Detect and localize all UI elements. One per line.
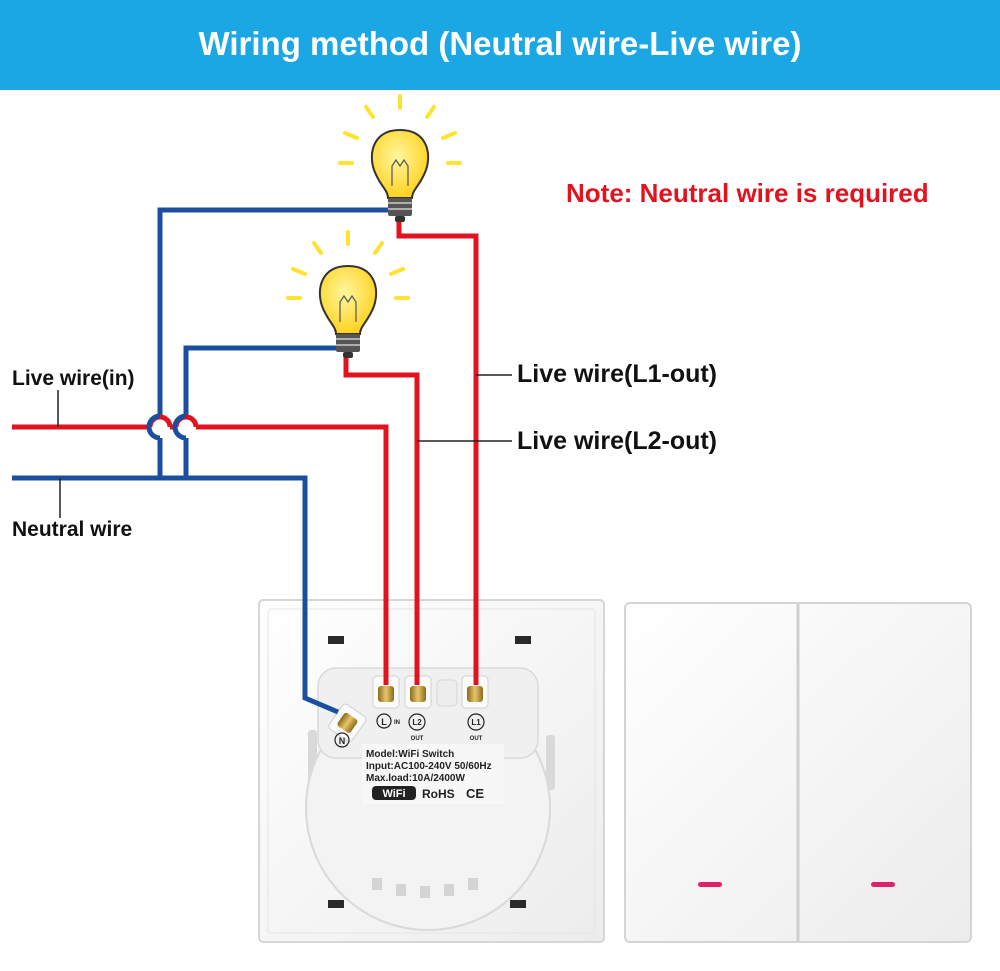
terminal-l2-sub: OUT [411,736,424,742]
live-wire-l2-out-label: Live wire(L2-out) [517,427,718,455]
live-wire-in-label: Live wire(in) [12,367,135,390]
terminal-markings: N L IN L2 OUT L1 OUT [334,713,485,748]
terminal-block [328,675,489,743]
sticker-model: Model:WiFi Switch [366,749,454,760]
neutral-wires [12,207,390,715]
neutral-required-note: Note: Neutral wire is required [566,178,929,208]
sticker-ce: CE [466,786,484,801]
terminal-n-label: N [339,736,346,746]
title-banner: Wiring method (Neutral wire-Live wire) [0,0,1000,90]
leader-lines [57,374,512,518]
switch-front-panel [624,602,972,943]
sticker-maxload: Max.load:10A/2400W [366,773,465,784]
neutral-wire-label: Neutral wire [12,518,133,541]
bulb-2-icon [286,230,410,358]
indicator-led-left [698,882,722,887]
rocker-button-right[interactable] [800,606,968,939]
live-wire-l1-out-label: Live wire(L1-out) [517,360,718,388]
terminal-l-sub: IN [394,720,400,726]
terminal-l2-label: L2 [412,718,422,727]
page-title: Wiring method (Neutral wire-Live wire) [198,25,802,62]
indicator-led-right [871,882,895,887]
rocker-button-left[interactable] [628,606,796,939]
live-wires [12,222,479,685]
rating-sticker: Model:WiFi Switch Input:AC100-240V 50/60… [362,744,504,804]
sticker-wifi: WiFi [382,788,405,800]
bulb-1-icon [338,94,462,222]
terminal-l-label: L [381,717,387,727]
terminal-l1-sub: OUT [470,736,483,742]
sticker-input: Input:AC100-240V 50/60Hz [366,761,492,772]
wifi-badge [372,786,416,800]
terminal-l1-label: L1 [471,718,481,727]
sticker-rohs: RoHS [422,787,455,801]
